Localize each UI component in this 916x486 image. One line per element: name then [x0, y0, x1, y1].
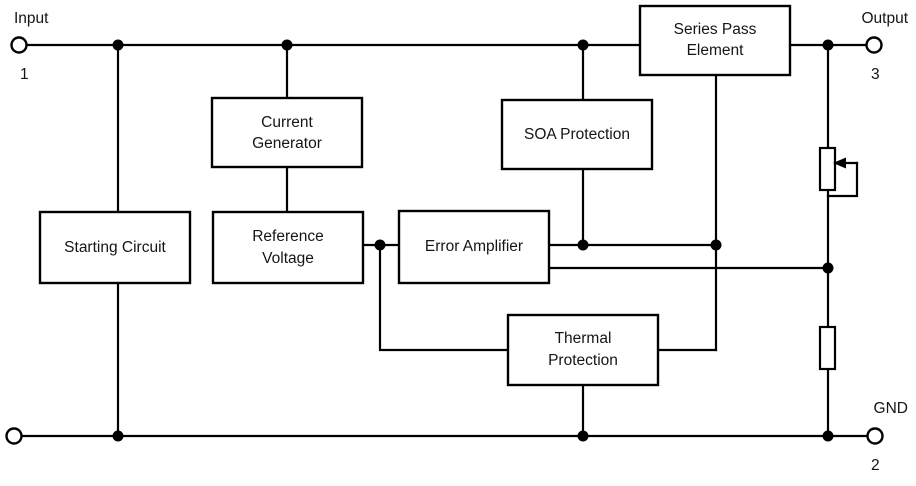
junction-dot-ref-out [374, 239, 386, 251]
block-series-pass-element[interactable]: Series Pass Element [638, 4, 792, 77]
junction-dot-input-tap [112, 39, 124, 51]
junction-dot-gnd-divider [822, 430, 834, 442]
potentiometer-wiper-arrow-icon [833, 157, 846, 169]
block-soa-protection[interactable]: SOA Protection [500, 98, 654, 171]
wire-reference-node-to-thermal [378, 243, 510, 352]
reference-voltage-label-line1: Reference [252, 228, 324, 245]
terminal-output[interactable]: Output 3 [861, 10, 908, 83]
terminal-gnd-left[interactable] [5, 427, 23, 445]
output-terminal-icon[interactable] [865, 36, 883, 54]
input-terminal-number: 1 [20, 66, 29, 83]
junction-dot-output-tap [822, 39, 834, 51]
junction-dot-gnd-thermal [577, 430, 589, 442]
junction-dot-soa-error [577, 239, 589, 251]
junction-dot-wiper [822, 262, 834, 274]
current-generator-box[interactable] [210, 96, 364, 169]
error-amplifier-box[interactable] [397, 209, 551, 285]
junction-dot-soa-tap [577, 39, 589, 51]
soa-protection-label: SOA Protection [524, 126, 630, 143]
resistor-lower [818, 325, 837, 371]
current-generator-label-line1: Current [261, 114, 313, 131]
gnd-terminal-icon[interactable] [866, 427, 884, 445]
reference-voltage-box[interactable] [211, 210, 365, 285]
components-layer [818, 146, 859, 371]
input-terminal-label: Input [14, 10, 49, 27]
junction-dot-current-gen [281, 39, 293, 51]
junction-dot-pass-drive [710, 239, 722, 251]
series-pass-element-box[interactable] [638, 4, 792, 77]
block-error-amplifier[interactable]: Error Amplifier [397, 209, 551, 285]
thermal-protection-label-line1: Thermal [555, 330, 612, 347]
junction-layer [112, 39, 834, 442]
blocks-layer: Series Pass Element Current Generator SO… [38, 4, 792, 387]
potentiometer-adjust[interactable] [818, 146, 859, 192]
junction-dot-gnd-start [112, 430, 124, 442]
output-terminal-label: Output [861, 10, 908, 27]
soa-protection-box[interactable] [500, 98, 654, 171]
series-pass-element-label-line1: Series Pass [674, 21, 757, 38]
terminals-layer: Input 1 Output 3 GND 2 [5, 10, 909, 474]
gnd-terminal-label: GND [874, 400, 908, 417]
block-starting-circuit[interactable]: Starting Circuit [38, 210, 192, 285]
block-current-generator[interactable]: Current Generator [210, 96, 364, 169]
gnd-left-terminal-icon[interactable] [5, 427, 23, 445]
potentiometer-body[interactable] [818, 146, 837, 192]
thermal-protection-label-line2: Protection [548, 352, 618, 369]
starting-circuit-label: Starting Circuit [64, 239, 166, 256]
wire-potentiometer-wiper [826, 161, 859, 198]
current-generator-label-line2: Generator [252, 135, 322, 152]
wire-layer [21, 43, 868, 438]
input-terminal-icon[interactable] [10, 36, 28, 54]
series-pass-element-label-line2: Element [687, 42, 745, 59]
reference-voltage-label-line2: Voltage [262, 250, 314, 267]
starting-circuit-box[interactable] [38, 210, 192, 285]
block-reference-voltage[interactable]: Reference Voltage [211, 210, 365, 285]
terminal-gnd-right[interactable]: GND 2 [866, 400, 909, 474]
output-terminal-number: 3 [871, 66, 880, 83]
terminal-input[interactable]: Input 1 [10, 10, 50, 83]
gnd-terminal-number: 2 [871, 457, 880, 474]
block-thermal-protection[interactable]: Thermal Protection [506, 313, 660, 387]
lower-resistor-body [818, 325, 837, 371]
error-amplifier-label: Error Amplifier [425, 238, 523, 255]
thermal-protection-box[interactable] [506, 313, 660, 387]
